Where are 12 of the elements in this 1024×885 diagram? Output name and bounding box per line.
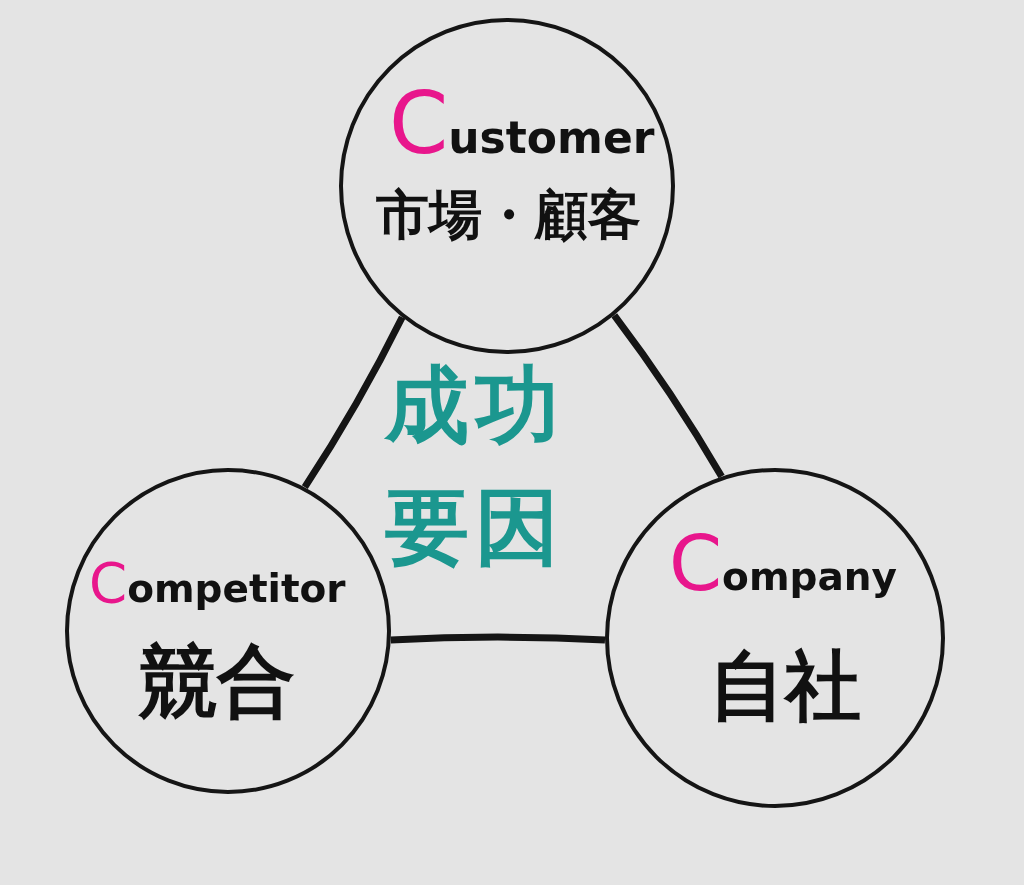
- heading: Customer: [389, 82, 655, 167]
- circle: [339, 18, 675, 354]
- heading: Company: [669, 526, 897, 603]
- connector-line: [611, 313, 725, 479]
- label: 市場・顧客: [376, 188, 641, 241]
- center-label: 成功要因: [385, 355, 566, 578]
- connector-line: [301, 315, 406, 490]
- heading: Competitor: [89, 556, 346, 611]
- label: 競合: [139, 642, 295, 720]
- connector-line: [390, 633, 606, 644]
- circle: [605, 468, 945, 808]
- label: 自社: [709, 648, 861, 724]
